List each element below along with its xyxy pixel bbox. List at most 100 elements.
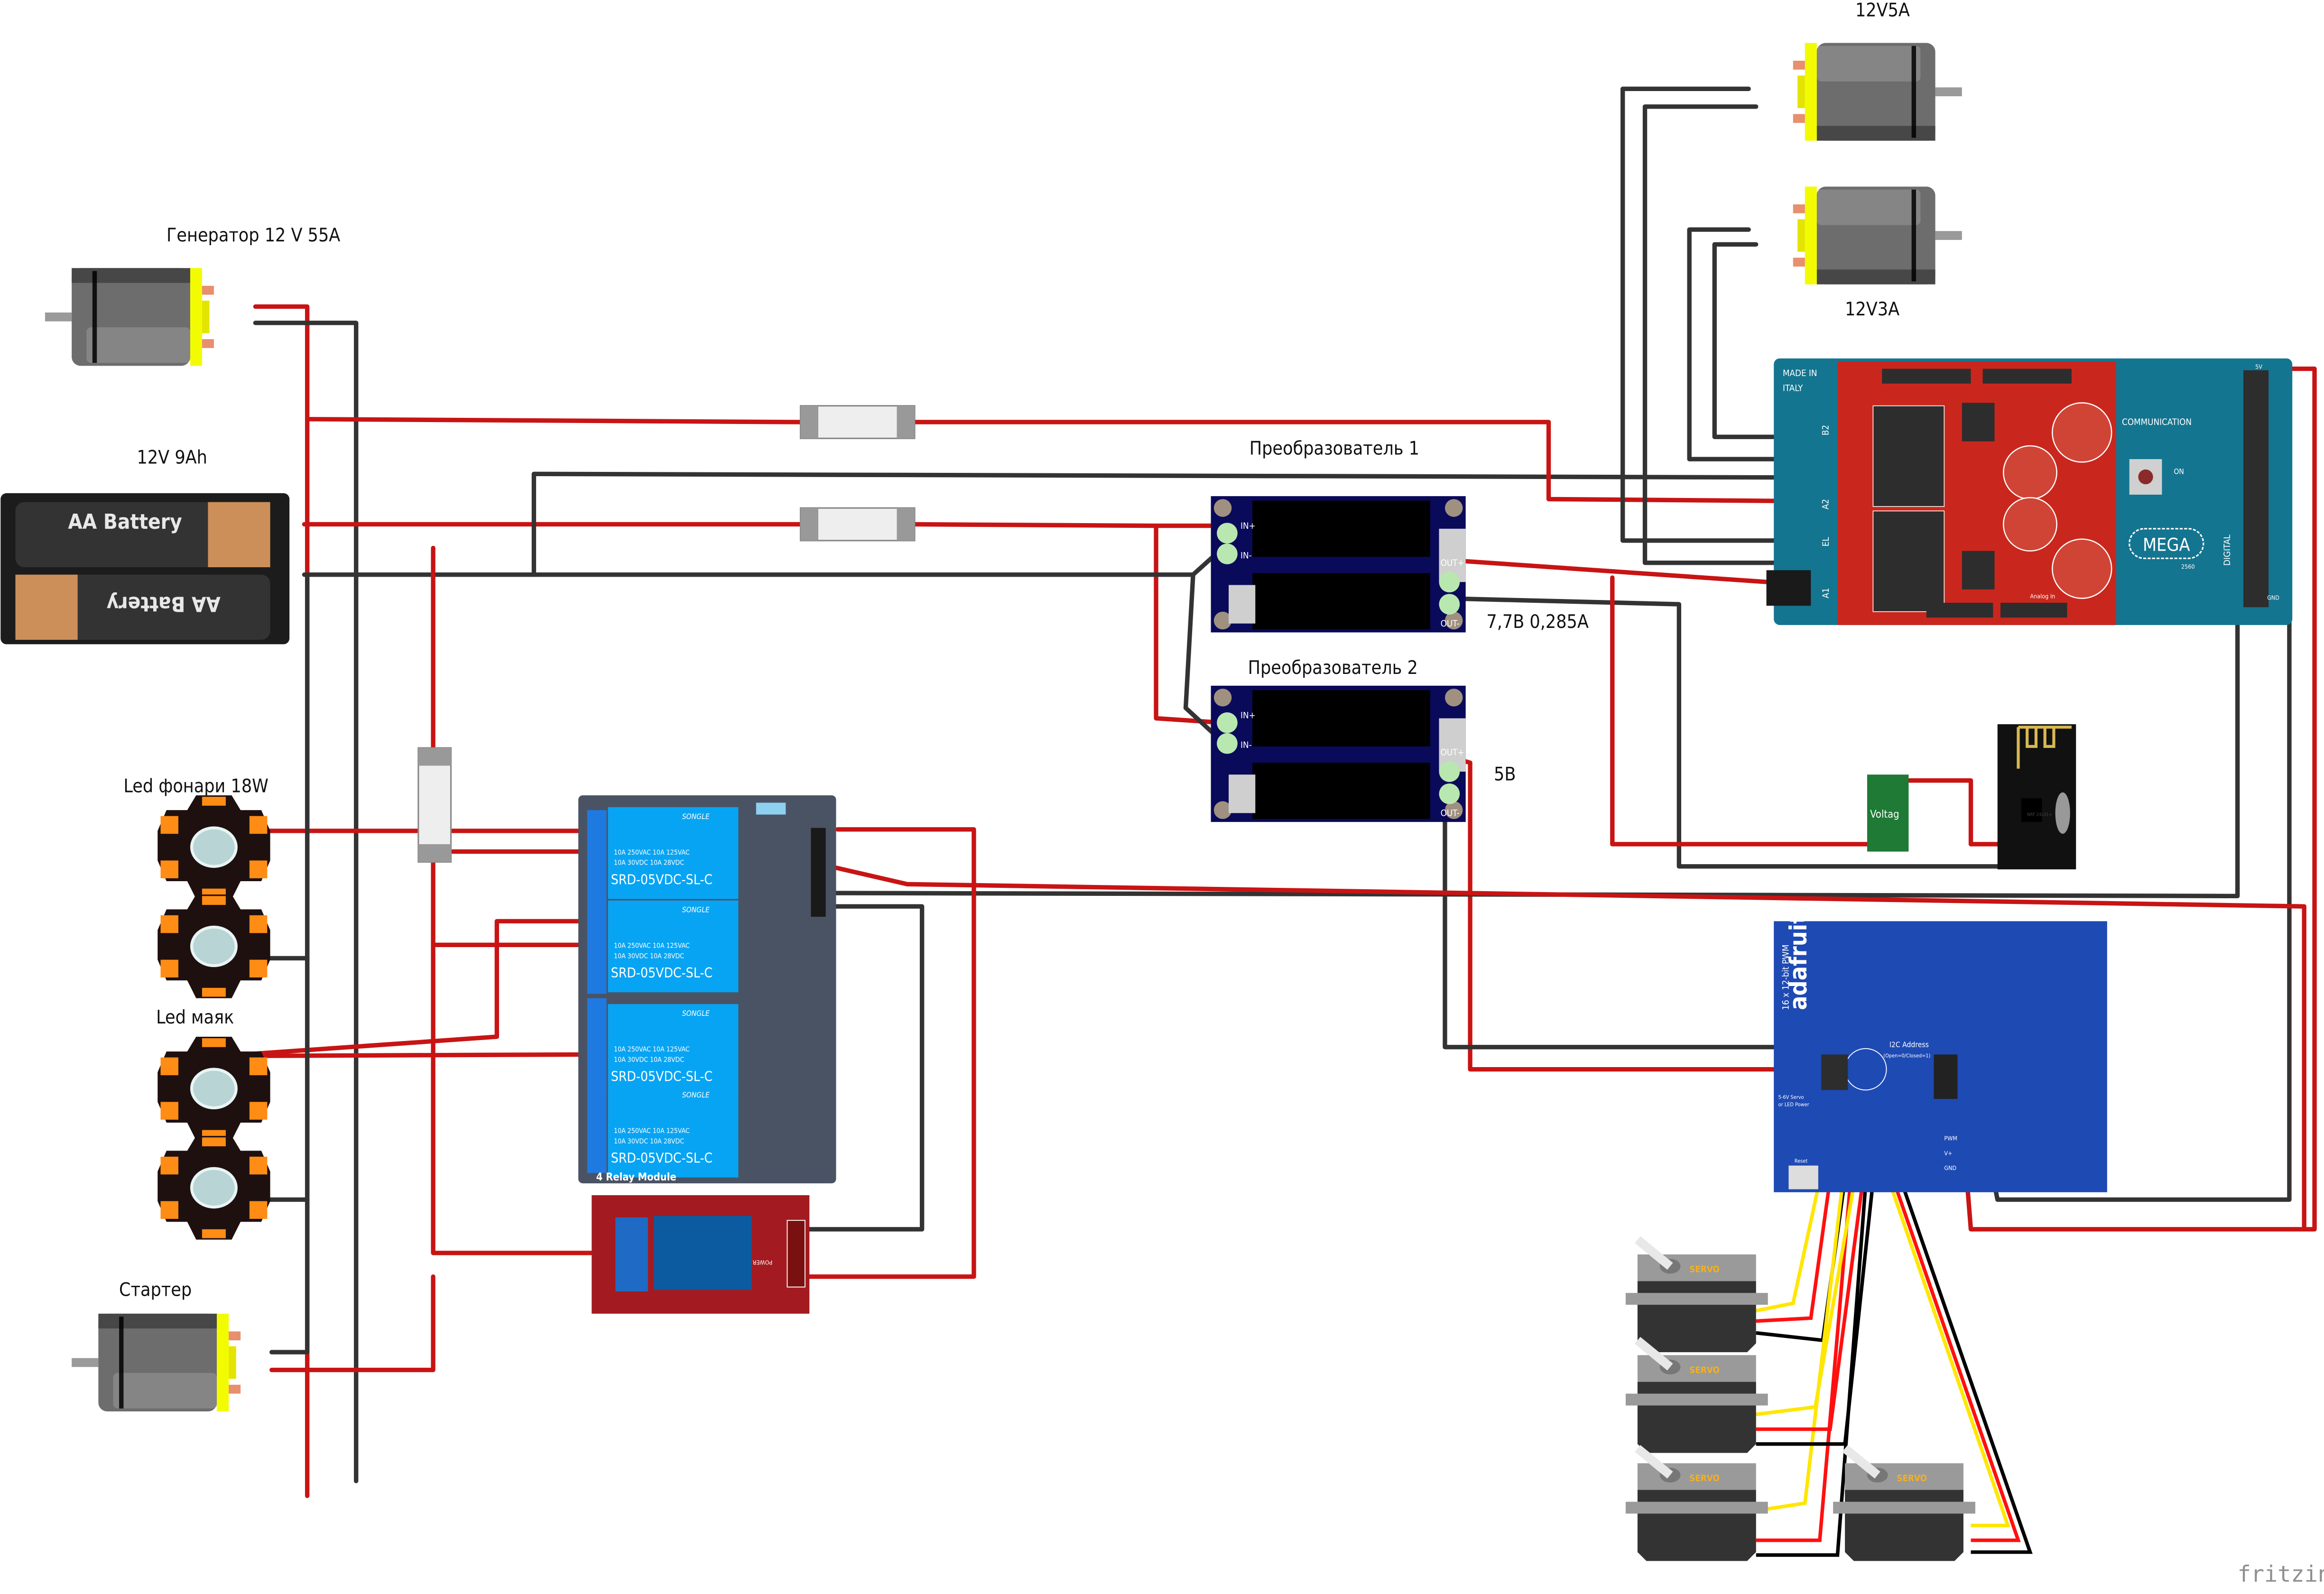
mega-digital-label: DIGITAL	[2222, 534, 2232, 566]
relay-k3: SONGLE 10A 250VAC 10A 125VAC 10A 30VDC 1…	[608, 900, 739, 993]
mega-communication-label: COMMUNICATION	[2122, 417, 2192, 427]
conv2-in-plus-label: IN+	[1241, 711, 1256, 721]
conv2-in-minus-label: IN-	[1241, 740, 1252, 750]
motor-12v5a[interactable]	[1793, 43, 1962, 141]
mega-italy-label: ITALY	[1783, 383, 1803, 393]
i2c-address-sub: (Open=0/Closed=1)	[1883, 1053, 1930, 1059]
vplus-row-label: V+	[1944, 1150, 1952, 1157]
conv1-in-minus-label: IN-	[1241, 551, 1252, 561]
starter-motor[interactable]	[72, 1313, 241, 1412]
led-beacon-2[interactable]	[157, 1136, 270, 1240]
shield-analog-label: Analog In	[2030, 593, 2055, 600]
relay-brand: SONGLE	[682, 906, 710, 914]
reset-label: Reset	[1795, 1158, 1808, 1164]
relay-rating: 10A 250VAC 10A 125VAC	[614, 1127, 690, 1135]
pwm-row-label: PWM	[1944, 1135, 1957, 1142]
servo-power-label-2: or LED Power	[1778, 1102, 1810, 1108]
relay-brand: SONGLE	[682, 1091, 710, 1099]
relay-model: SRD-05VDC-SL-C	[611, 965, 713, 981]
battery-holder[interactable]: AA Battery AA Battery	[0, 493, 290, 645]
mega-gnd-label: GND	[2267, 594, 2279, 601]
nrf24l01-module[interactable]: NRF 24L01+	[1997, 724, 2076, 870]
servo-label: SERVO	[1897, 1474, 1927, 1483]
conv2-out-minus-label: OUT-	[1441, 809, 1460, 819]
mega-logo-text: MEGA	[2143, 534, 2190, 555]
relay-model: SRD-05VDC-SL-C	[611, 872, 713, 887]
gnd-row-label: GND	[1944, 1164, 1956, 1171]
relay-rating: 10A 250VAC 10A 125VAC	[614, 1046, 690, 1053]
servo-shield-reset-button[interactable]	[1788, 1165, 1818, 1189]
relay-power-label: POWER	[752, 1259, 772, 1266]
relay-rating: 10A 30VDC 10A 28VDC	[614, 859, 684, 867]
voltage-regulator[interactable]: Voltag	[1867, 774, 1909, 852]
servo-1[interactable]: SERVO	[1626, 1240, 1768, 1352]
servo-label: SERVO	[1689, 1365, 1720, 1375]
adafruit-logo-text: adafruit	[1785, 913, 1812, 1010]
relay-rating: 10A 250VAC 10A 125VAC	[614, 942, 690, 950]
mega-made-in-label: MADE IN	[1783, 369, 1817, 378]
power-jack	[1766, 570, 1811, 606]
battery-cell-top-label: AA Battery	[68, 510, 182, 534]
relay-rating: 10A 30VDC 10A 28VDC	[614, 1056, 684, 1064]
led-lights-label: Led фонари 18W	[123, 776, 268, 797]
relay-k4: SONGLE 10A 250VAC 10A 125VAC 10A 30VDC 1…	[608, 807, 739, 899]
converter-2[interactable]: IN+ IN- OUT+ OUT-	[1211, 685, 1466, 822]
led-beacon-label: Led маяк	[156, 1007, 234, 1028]
battery-label: 12V 9Ah	[137, 447, 207, 468]
relay-k2: SONGLE 10A 250VAC 10A 125VAC 10A 30VDC 1…	[608, 1004, 739, 1096]
mega-on-label: ON	[2174, 467, 2184, 476]
led-beacon-1[interactable]	[157, 1037, 270, 1141]
conv1-in-plus-label: IN+	[1241, 521, 1256, 531]
servo-4[interactable]: SERVO	[1833, 1448, 1975, 1561]
regulator-label: Voltag	[1870, 809, 1899, 820]
motor-driver-shield[interactable]: B2 A2 EL A1 Analog In	[1821, 361, 2116, 625]
motor-12v5a-label: 12V5A	[1855, 0, 1910, 21]
led-light-1[interactable]	[157, 795, 270, 899]
i2c-address-label: I2C Address	[1889, 1041, 1929, 1049]
servo-2[interactable]: SERVO	[1626, 1340, 1768, 1453]
servo-label: SERVO	[1689, 1474, 1720, 1483]
fuse-3[interactable]	[417, 747, 452, 863]
relay-module-4ch[interactable]: SONGLE 10A 250VAC 10A 125VAC 10A 30VDC 1…	[578, 795, 836, 1184]
adafruit-servo-shield[interactable]: 16 x 12-bit PWM adafruit I2C Address (Op…	[1774, 913, 2107, 1192]
servo-label: SERVO	[1689, 1264, 1720, 1274]
relay-rating: 10A 30VDC 10A 28VDC	[614, 1138, 684, 1145]
relay-k1: SONGLE 10A 250VAC 10A 125VAC 10A 30VDC 1…	[608, 1086, 739, 1178]
relay-brand: SONGLE	[682, 1009, 710, 1018]
motor-12v3a[interactable]	[1793, 186, 1962, 285]
nrf-chip-label: NRF 24L01+	[2027, 812, 2052, 818]
converter1-output-label: 7,7В 0,285А	[1486, 611, 1588, 633]
servo-power-label: 5-6V Servo	[1778, 1094, 1804, 1100]
shield-a2-label: A2	[1821, 499, 1831, 509]
starter-label: Стартер	[119, 1279, 192, 1300]
conv1-out-plus-label: OUT+	[1441, 558, 1464, 568]
shield-a1-label: A1	[1821, 588, 1831, 598]
converter2-label: Преобразователь 2	[1248, 657, 1418, 679]
relay-brand: SONGLE	[682, 812, 710, 821]
generator-motor[interactable]	[45, 268, 214, 366]
fuse-2[interactable]	[799, 507, 916, 542]
mega-5v-label: 5V	[2255, 363, 2262, 370]
fuse-1[interactable]	[799, 405, 916, 439]
relay-model: SRD-05VDC-SL-C	[611, 1069, 713, 1085]
converter1-label: Преобразователь 1	[1250, 438, 1419, 460]
generator-label: Генератор 12 V 55A	[167, 225, 340, 246]
servo-3[interactable]: SERVO	[1626, 1448, 1768, 1561]
mega-model-text: 2560	[2181, 563, 2195, 570]
relay-rating: 10A 250VAC 10A 125VAC	[614, 849, 690, 857]
relay-model: SRD-05VDC-SL-C	[611, 1150, 713, 1166]
relay-header[interactable]	[811, 828, 826, 917]
shield-el-label: EL	[1821, 537, 1831, 547]
relay-rating: 10A 30VDC 10A 28VDC	[614, 952, 684, 960]
converter-1[interactable]: IN+ IN- OUT+ OUT-	[1211, 496, 1466, 633]
led-light-2[interactable]	[157, 894, 270, 998]
relay-module-1ch[interactable]: POWER	[592, 1195, 810, 1314]
conv2-out-plus-label: OUT+	[1441, 748, 1464, 758]
servo-shield-title: 16 x 12-bit PWM	[1781, 944, 1791, 1010]
relay-module-title: 4 Relay Module	[596, 1171, 676, 1183]
fritzing-watermark: fritzing	[2238, 1562, 2324, 1587]
conv1-out-minus-label: OUT-	[1441, 619, 1460, 629]
battery-cell-bottom-label: AA Battery	[107, 591, 221, 616]
